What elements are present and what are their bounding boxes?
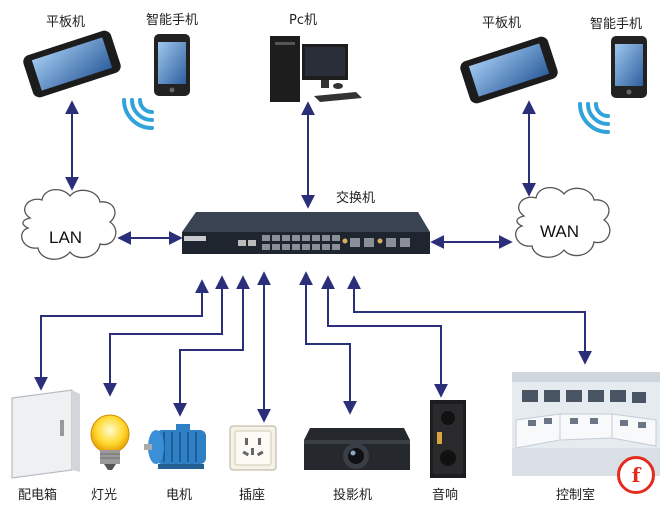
label-speaker: 音响 <box>432 488 459 503</box>
label-phone-right: 智能手机 <box>590 17 643 32</box>
socket-icon <box>229 425 277 471</box>
label-motor: 电机 <box>166 488 193 503</box>
wan-cloud-icon <box>515 187 611 258</box>
tablet-right-icon <box>460 36 558 104</box>
motor-icon <box>144 424 206 469</box>
tablet-left-icon <box>23 30 121 98</box>
label-control-room: 控制室 <box>556 488 596 503</box>
label-phone-left: 智能手机 <box>146 13 199 28</box>
connectors <box>34 100 592 423</box>
arrow-switch-lamp <box>103 275 229 397</box>
label-lamp: 灯光 <box>91 488 118 503</box>
phone-left-icon <box>154 34 190 96</box>
label-tablet-left: 平板机 <box>46 15 86 30</box>
projector-icon <box>304 428 410 470</box>
speaker-icon <box>430 400 466 478</box>
label-distribution-box: 配电箱 <box>18 488 58 503</box>
switch-icon <box>182 212 430 254</box>
label-pc: Pc机 <box>289 13 317 28</box>
arrow-switch-motor <box>173 275 250 417</box>
lan-cloud-icon <box>21 189 117 260</box>
label-tablet-right: 平板机 <box>482 16 522 31</box>
wifi-right-icon <box>578 102 610 134</box>
label-projector: 投影机 <box>333 488 373 503</box>
label-socket: 插座 <box>239 488 266 503</box>
brand-logo-icon: f <box>617 456 655 494</box>
label-wan: WAN <box>540 222 580 241</box>
arrow-switch-speaker <box>321 275 448 398</box>
arrow-switch-control-room <box>347 275 592 365</box>
phone-right-icon <box>611 36 647 98</box>
pc-icon <box>270 36 362 102</box>
label-lan: LAN <box>49 228 83 247</box>
label-switch: 交换机 <box>336 191 376 206</box>
lamp-icon <box>90 414 130 470</box>
wifi-left-icon <box>122 98 154 130</box>
distribution-box-icon <box>11 389 80 479</box>
